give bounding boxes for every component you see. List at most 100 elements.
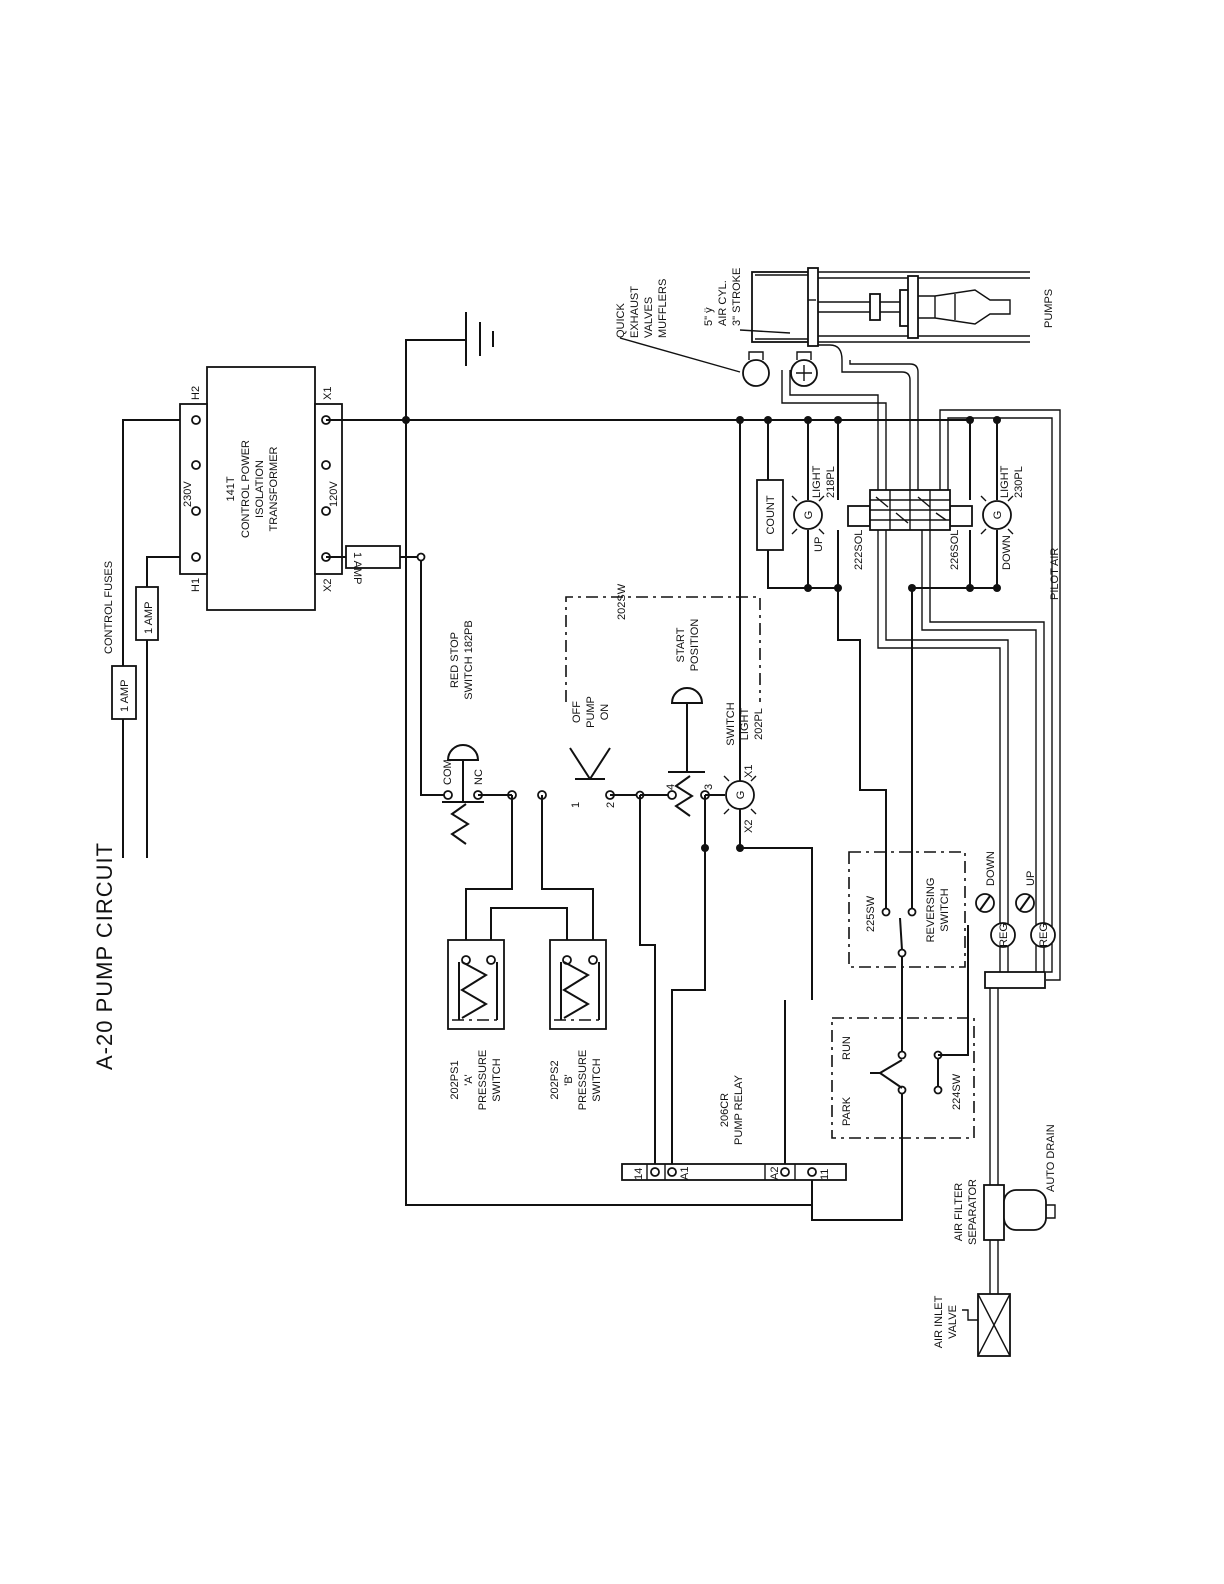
fuse-3-label: 1 AMP (351, 552, 363, 584)
ground-symbol (465, 312, 494, 366)
aiv-label-2: VALVE (947, 1305, 959, 1339)
park-label: PARK (841, 1096, 853, 1126)
position-label: POSITION (689, 619, 701, 672)
ps2-label-3: PRESSURE (577, 1050, 589, 1111)
t14-label: 14 (633, 1168, 645, 1180)
red-stop-label-1: RED STOP (449, 632, 461, 688)
rev-label-2: SWITCH (939, 888, 951, 931)
pumps-label: PUMPS (1043, 289, 1055, 328)
auto-drain-label: AUTO DRAIN (1045, 1124, 1057, 1192)
red-stop-label-2: SWITCH 182PB (463, 620, 475, 699)
n3-label: 3 (703, 784, 715, 790)
reg-label-1: REG (998, 923, 1010, 947)
cr-label-2: PUMP RELAY (733, 1074, 745, 1145)
down-label: DOWN (1001, 535, 1013, 570)
x2-branch: 1 AMP (326, 545, 448, 796)
lx1-label: X1 (743, 765, 755, 778)
g-label-230pl: G (992, 511, 1004, 520)
afs-label-1: AIR FILTER (953, 1183, 965, 1242)
air-lines: PILOT AIR (781, 344, 1061, 1295)
h1-label: H1 (190, 578, 202, 592)
rev-label-1: REVERSING (925, 878, 937, 943)
control-fuses-label: CONTROL FUSES (103, 561, 115, 654)
aiv-label-1: AIR INLET (933, 1295, 945, 1348)
diagram-title: A-20 PUMP CIRCUIT (92, 842, 117, 1070)
light218-label-1: LIGHT (811, 465, 823, 498)
on-label: ON (599, 704, 611, 721)
up-label: UP (813, 537, 825, 552)
air-cylinder-and-pumps: QUICK EXHAUST VALVES MUFFLERS 5" ÿ AIR C… (615, 267, 1055, 387)
quick-exhaust-valve (742, 359, 770, 387)
reg-up-label: UP (1025, 871, 1037, 886)
start-label: START (675, 627, 687, 662)
reversing-switch-225sw[interactable]: 225SW REVERSING SWITCH (848, 851, 966, 1055)
cr-label-1: 206CR (719, 1093, 731, 1127)
v120-label: 120V (328, 481, 340, 507)
counter (756, 479, 784, 551)
g-label-202pl: G (735, 791, 747, 800)
qe-label-1: QUICK (615, 303, 627, 339)
x2-label: X2 (322, 579, 334, 592)
ta2-label: A2 (769, 1167, 781, 1180)
g-label-218pl: G (803, 511, 815, 520)
xfmr-name: 141T (225, 476, 237, 501)
nc-label: NC (473, 769, 485, 785)
fuse-1 (111, 665, 137, 720)
counter-and-lights: COUNT G LIGHT 218PL UP 222SOL 226SOL G L… (756, 416, 1025, 910)
pilot-air-label: PILOT AIR (1049, 548, 1061, 600)
solenoid-valve (847, 489, 973, 531)
run-label: RUN (841, 1036, 853, 1060)
h2-label: H2 (190, 386, 202, 400)
fuse-1-label: 1 AMP (119, 680, 131, 712)
qe-label-2: EXHAUST (629, 286, 641, 338)
v230-label: 230V (182, 481, 194, 507)
light230-label-1: LIGHT (999, 465, 1011, 498)
pump-relay-206cr: 14 A1 A2 11 206CR PUMP RELAY (621, 795, 903, 1221)
ps1-label-1: 202PS1 (449, 1060, 461, 1099)
cyl-label-3: 3" STROKE (731, 268, 743, 326)
air-inlet-valve: AIR INLET VALVE (933, 1293, 1011, 1357)
light218-label-2: 218PL (825, 466, 837, 498)
ps1-label-2: 'A' (463, 1074, 475, 1086)
xfmr-line2: ISOLATION (254, 460, 266, 518)
switch-light-202pl: G X1 X2 SWITCH LIGHT 202PL (701, 416, 765, 852)
switch-label: SWITCH (725, 702, 737, 745)
pump-switch-202sw[interactable]: 202SW OFF PUMP ON 1 2 (537, 583, 761, 808)
qe-label-3: VALVES (643, 297, 655, 338)
xfmr-line1: CONTROL POWER (240, 440, 252, 538)
ps2-label-4: SWITCH (591, 1058, 603, 1101)
park-run-switch-224sw[interactable]: RUN PARK 224SW (831, 925, 975, 1139)
qe-label-4: MUFFLERS (657, 279, 669, 338)
afs-label-2: SEPARATOR (967, 1179, 979, 1245)
transformer-141t: H2 H1 X1 X2 230V 120V 141T CONTROL POWER… (179, 366, 343, 611)
fuse-2-label: 1 AMP (143, 602, 155, 634)
regulators: REG REG DOWN UP (975, 851, 1056, 948)
pressure-switch-202ps1: 202PS1 'A' PRESSURE SWITCH (447, 795, 568, 1111)
ta1-label: A1 (679, 1167, 691, 1180)
light230-label-2: 230PL (1013, 466, 1025, 498)
xfmr-line3: TRANSFORMER (268, 446, 280, 531)
n4-label: 4 (665, 784, 677, 790)
x1-bus (326, 339, 970, 1206)
red-stop-switch-182pb[interactable]: COM NC RED STOP SWITCH 182PB (442, 620, 517, 845)
sw202-label: 202SW (616, 583, 628, 620)
reg-label-2: REG (1038, 923, 1050, 947)
off-label: OFF (571, 701, 583, 723)
ps1-label-4: SWITCH (491, 1058, 503, 1101)
sol226-label: 226SOL (949, 530, 961, 570)
air-cylinder (751, 271, 813, 343)
ps1-label-3: PRESSURE (477, 1050, 489, 1111)
manifold (984, 971, 1046, 989)
ps2-label-2: 'B' (563, 1074, 575, 1086)
pressure-switch-202ps2: 202PS2 'B' PRESSURE SWITCH (541, 795, 607, 1111)
x1-label: X1 (322, 387, 334, 400)
t11-label: 11 (819, 1169, 831, 1180)
pump-label: PUMP (585, 696, 597, 728)
sol222-label: 222SOL (853, 530, 865, 570)
air-filter-separator: AIR FILTER SEPARATOR AUTO DRAIN (953, 1124, 1057, 1245)
com-label: COM (442, 759, 454, 785)
light-label-202: LIGHT (739, 708, 751, 741)
start-pushbutton[interactable]: 4 3 START POSITION (640, 619, 715, 817)
fuse-2 (135, 586, 159, 641)
ps2-label-1: 202PS2 (549, 1060, 561, 1099)
